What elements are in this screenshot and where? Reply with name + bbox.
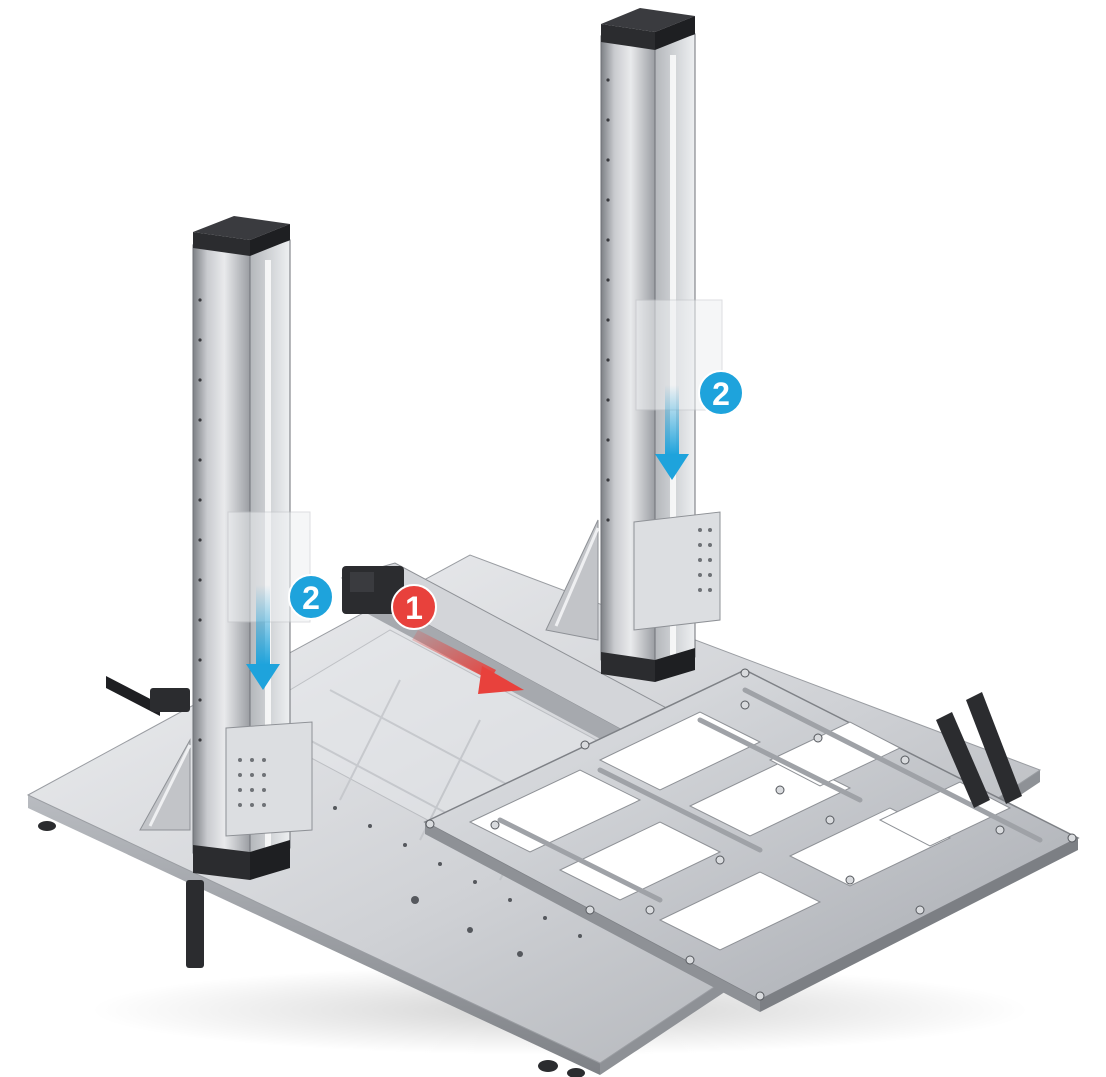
foot-icon: [38, 821, 56, 831]
foot-icon: [538, 1060, 558, 1072]
left-column: [192, 216, 313, 880]
step-2-label: 2: [302, 580, 320, 616]
foot-icon: [567, 1068, 585, 1077]
step-1-badge: 1: [391, 584, 437, 630]
step-1-label: 1: [405, 590, 423, 626]
blue-arrow: [246, 585, 280, 690]
right-brace: [545, 519, 600, 641]
right-column: [600, 8, 723, 682]
step-2-label: 2: [712, 376, 730, 412]
lattice-frame: [423, 668, 1080, 1012]
pedals: [936, 692, 1022, 808]
cable-connector-left: [106, 676, 204, 968]
left-brace: [139, 738, 192, 831]
step-2-badge-left: 2: [288, 574, 334, 620]
blue-arrow: [655, 385, 689, 480]
step-2-badge-right: 2: [698, 370, 744, 416]
red-arrow: [412, 630, 524, 694]
